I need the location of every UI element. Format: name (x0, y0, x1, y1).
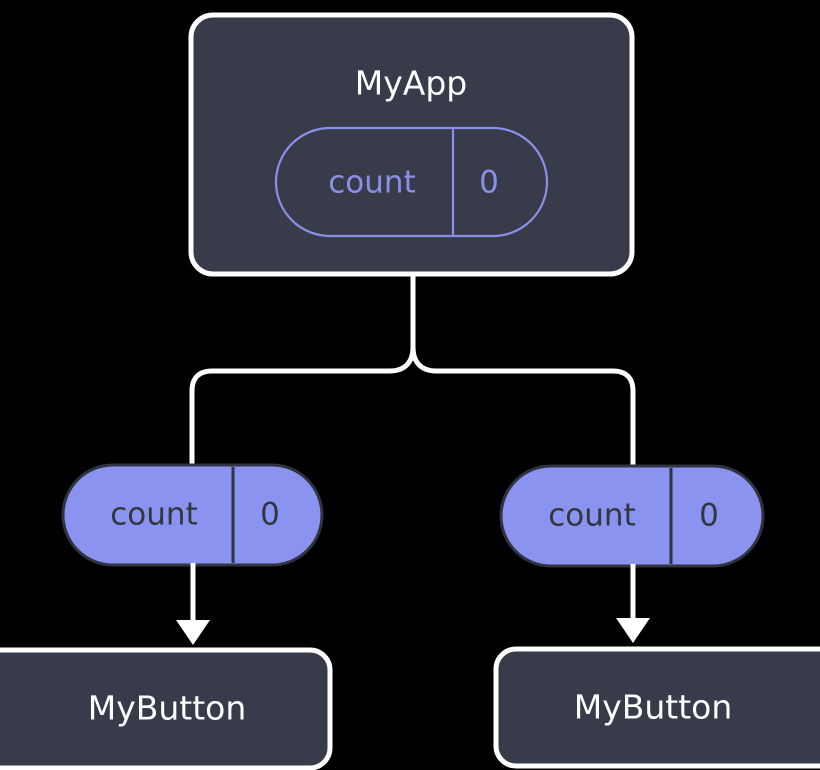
myapp-state-pill[interactable]: count 0 (274, 126, 549, 238)
mybutton-node-left-box[interactable] (0, 647, 333, 770)
edge-fork-right (410, 346, 636, 467)
branch-right-state-pill-key: count (548, 498, 635, 534)
myapp-state-pill-key: count (328, 165, 415, 201)
mybutton-node-left[interactable]: MyButton (0, 647, 333, 770)
mybutton-node-right-title: MyButton (574, 688, 733, 727)
branch-right-state-pill-value: 0 (699, 498, 719, 534)
branch-left-state-pill-shape[interactable] (61, 463, 324, 567)
edge-right-arrow-head (616, 618, 650, 643)
branch-left-state-pill-value: 0 (260, 497, 280, 533)
myapp-node-box[interactable] (188, 12, 635, 277)
myapp-state-pill-shape[interactable] (274, 126, 549, 238)
mybutton-node-right-box[interactable] (493, 646, 820, 769)
branch-right-state-pill[interactable]: count 0 (499, 464, 765, 568)
branch-right-state-pill-shape[interactable] (499, 464, 765, 568)
edge-left-arrow-head (176, 620, 210, 645)
branch-left-state-pill[interactable]: count 0 (61, 463, 324, 567)
branch-right: count 0 MyButton (493, 464, 820, 769)
myapp-node-title: MyApp (355, 64, 467, 103)
edge-right-pill-to-button (616, 564, 650, 643)
edge-fork-left (189, 346, 416, 471)
edge-left-pill-to-button (176, 563, 210, 645)
branch-left-state-pill-key: count (110, 497, 197, 533)
myapp-node[interactable]: MyApp count 0 (188, 12, 635, 277)
mybutton-node-left-title: MyButton (88, 689, 247, 728)
edge-myapp-to-children (189, 276, 636, 471)
branch-left: count 0 MyButton (0, 463, 333, 770)
mybutton-node-right[interactable]: MyButton (493, 646, 820, 769)
myapp-state-pill-value: 0 (479, 165, 499, 201)
